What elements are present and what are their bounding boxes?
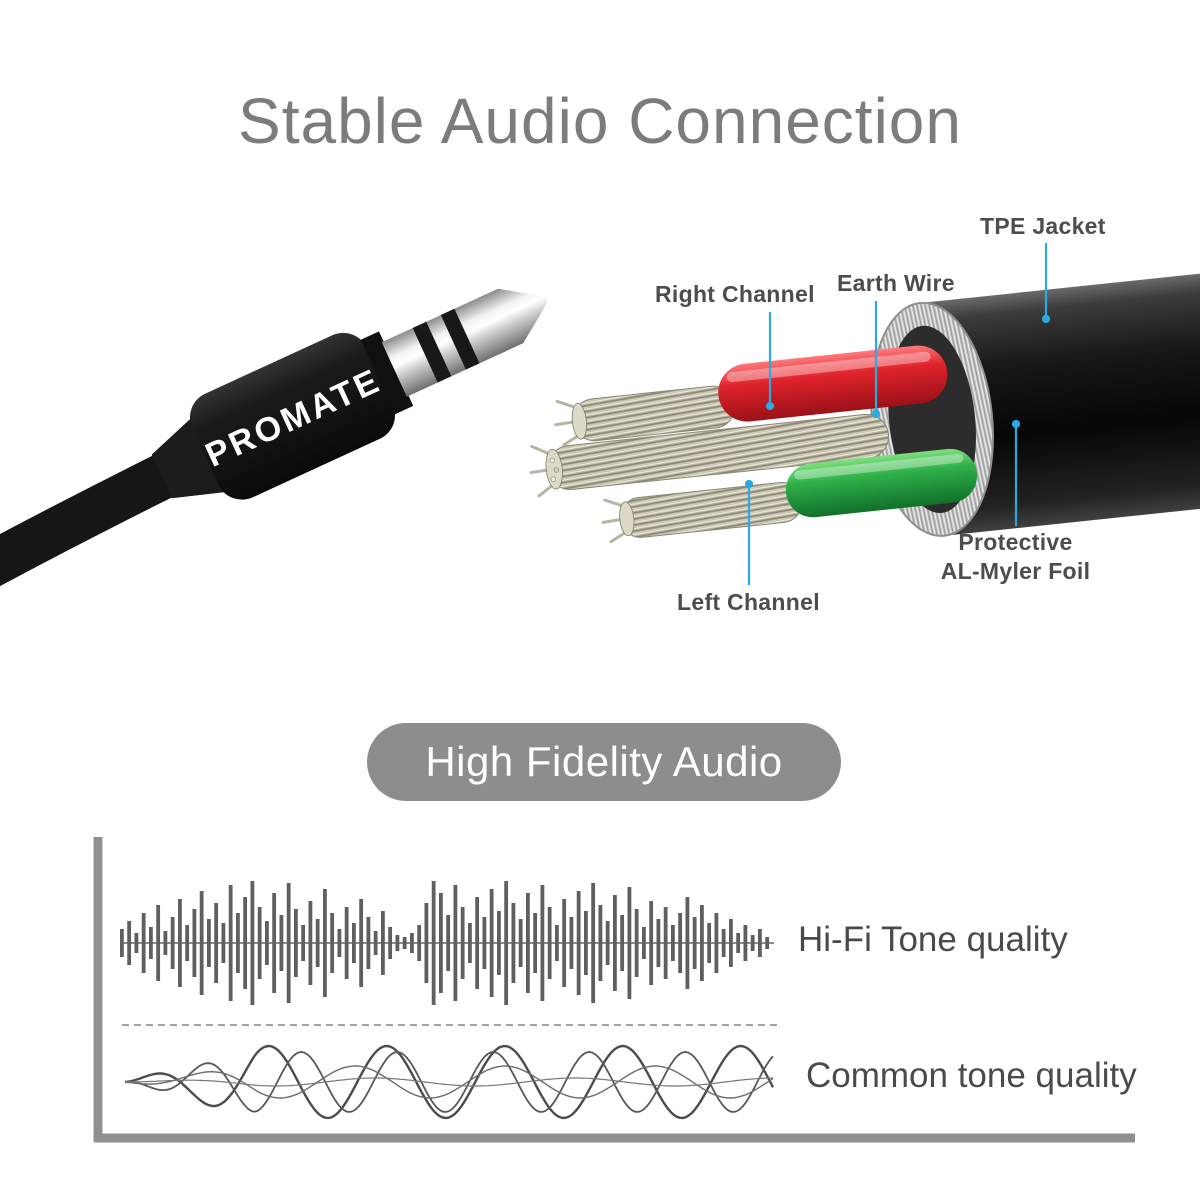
audio-jack-illustration: PROMATE [0,288,548,590]
sine-waves [124,1044,775,1120]
plug-neck [360,331,414,415]
callout-right-channel: Right Channel [655,281,815,307]
cable-cord [0,449,194,590]
right-channel-wire [554,345,948,447]
plug-shaft [381,297,505,397]
left-channel-wire [601,448,978,544]
callout-protective-foil: Protective AL-Myler Foil [923,528,1108,586]
insulator-ring-2 [440,308,480,370]
hifi-tone-label: Hi-Fi Tone quality [798,920,1068,959]
waveform-bars [120,881,770,1005]
earth-wire [530,413,889,498]
strain-relief [151,417,227,499]
insulator-ring-1 [412,321,452,383]
tpe-jacket [919,271,1200,536]
plug-body [189,332,396,500]
common-tone-label: Common tone quality [806,1056,1137,1095]
chart-axes [93,837,1135,1143]
page-title: Stable Audio Connection [238,85,962,157]
plug-tip [478,288,548,353]
callout-foil-line1: Protective [958,529,1073,555]
high-fidelity-banner: High Fidelity Audio [367,723,841,801]
callout-earth-wire: Earth Wire [837,270,955,296]
cable-cutaway-illustration [530,271,1200,544]
tone-quality-chart [93,837,1135,1143]
callout-left-channel: Left Channel [677,589,820,615]
callout-tpe-jacket: TPE Jacket [980,213,1106,239]
callout-foil-line2: AL-Myler Foil [940,557,1091,584]
